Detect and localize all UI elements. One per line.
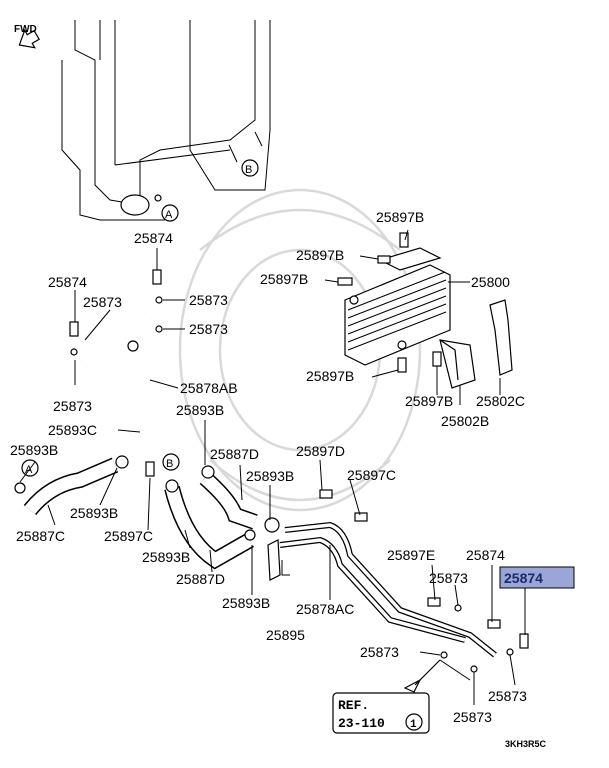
watermark-emblem <box>178 188 422 512</box>
part-label-25873-bottom-3: 25873 <box>488 688 527 704</box>
part-label-25897B-2: 25897B <box>296 247 344 263</box>
bracket-25802B-part <box>439 339 476 389</box>
part-label-25893B-lower: 25893B <box>142 549 190 565</box>
fwd-label: FWD <box>14 24 37 35</box>
leader-lines <box>19 229 526 705</box>
callout-circle-b-left <box>162 453 180 471</box>
part-label-25873-bottom-4: 25873 <box>453 709 492 725</box>
hose-lines <box>14 296 514 693</box>
fwd-arrow-icon <box>18 28 40 49</box>
part-label-25873-left-upper: 25873 <box>83 294 122 310</box>
part-label-25800: 25800 <box>471 274 510 290</box>
part-label-25802C: 25802C <box>476 393 525 409</box>
part-label-25897E: 25897E <box>387 547 435 563</box>
part-label-25897C-right: 25897C <box>347 467 396 483</box>
part-label-25873-bottom-1: 25873 <box>429 570 468 586</box>
ref-line-2: 23-110 <box>338 716 385 731</box>
part-label-25895: 25895 <box>266 627 305 643</box>
callout-letter-a-top: A <box>165 209 173 221</box>
part-label-25897D: 25897D <box>296 443 345 459</box>
part-label-25802B: 25802B <box>441 413 489 429</box>
part-label-25873-right-1: 25873 <box>189 292 228 308</box>
ref-line-1: REF. <box>338 698 369 713</box>
part-label-25897B-3: 25897B <box>260 271 308 287</box>
part-label-25878AB: 25878AB <box>180 380 238 396</box>
part-label-25873-left-lower: 25873 <box>53 398 92 414</box>
ref-circled-number: 1 <box>410 719 417 731</box>
diagram-code: 3KH3R5C <box>505 739 547 749</box>
part-label-25874-bottom-right: 25874 <box>466 547 505 563</box>
part-label-25874-left: 25874 <box>48 274 87 290</box>
part-label-25893B-top: 25893B <box>176 402 224 418</box>
part-label-25874-top: 25874 <box>134 230 173 246</box>
highlighted-part-box[interactable] <box>499 566 575 589</box>
bolt-icon <box>69 232 529 649</box>
reference-box: REF. 23-110 1 <box>332 692 430 734</box>
part-label-25897C-left: 25897C <box>104 528 153 544</box>
part-label-25887D-lower: 25887D <box>176 571 225 587</box>
bracket-25802C-part <box>489 299 513 376</box>
part-label-25893B-bottom: 25893B <box>222 595 270 611</box>
part-label-25893B-left: 25893B <box>10 442 58 458</box>
part-label-25873-bottom-2: 25873 <box>360 644 399 660</box>
part-label-25887D-upper: 25887D <box>210 446 259 462</box>
part-label-25893C: 25893C <box>48 422 97 438</box>
part-label-25873-right-2: 25873 <box>189 321 228 337</box>
highlighted-part-label-25874[interactable]: 25874 <box>504 570 543 586</box>
oil-cooler-part <box>344 247 451 366</box>
part-label-25897B-5: 25897B <box>405 393 453 409</box>
part-label-25893B-center: 25893B <box>246 468 294 484</box>
callout-letter-b-top: B <box>245 164 252 176</box>
part-label-25893B-mid: 25893B <box>70 505 118 521</box>
part-label-25897B-1: 25897B <box>376 209 424 225</box>
part-label-25878AC: 25878AC <box>296 601 354 617</box>
callout-circle-a-top <box>161 204 179 222</box>
radiator-outline <box>61 20 271 221</box>
callout-circle-b-top <box>241 159 259 177</box>
part-label-25897B-4: 25897B <box>306 368 354 384</box>
callout-letter-b-left: B <box>166 458 173 470</box>
part-label-25887C: 25887C <box>16 528 65 544</box>
